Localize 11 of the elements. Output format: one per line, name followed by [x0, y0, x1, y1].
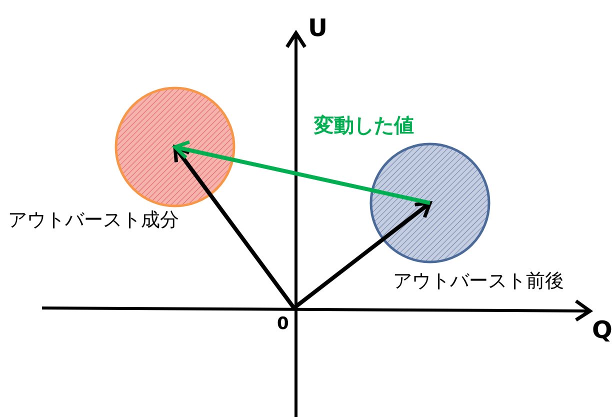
arrow — [292, 201, 432, 310]
hatched-circle — [114, 86, 236, 208]
vector-label: アウトバースト成分 — [8, 208, 179, 233]
edge-label: 変動した値 — [314, 112, 414, 139]
arrow — [173, 140, 430, 205]
arrow — [173, 145, 296, 310]
axis-label: U — [308, 14, 328, 42]
axis-label: Q — [592, 316, 612, 344]
hatched-circle — [369, 142, 491, 264]
origin-label: 0 — [277, 314, 289, 334]
vector-label: アウトバースト前後 — [393, 269, 564, 294]
